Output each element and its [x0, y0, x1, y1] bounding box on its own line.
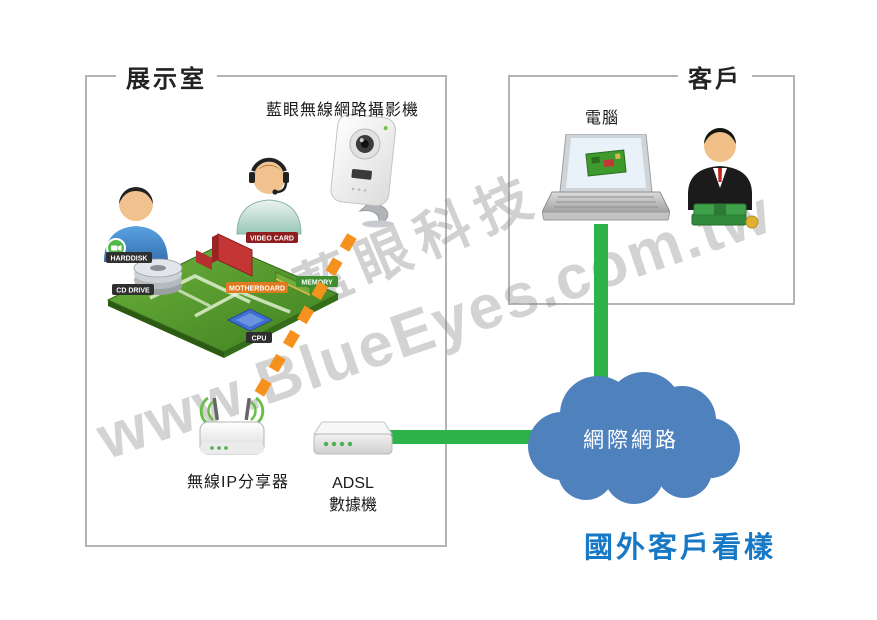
operator-shirt: [236, 199, 302, 235]
camera-brand-plate: [351, 168, 372, 180]
avatar-operator-icon: [236, 157, 302, 235]
wifi-arc-left-inner: [207, 400, 214, 421]
businessman-icon: [688, 128, 759, 229]
camera-led: [383, 126, 388, 131]
businessman-head: [704, 130, 736, 162]
laptop-screen-pcb: [585, 149, 627, 177]
tag-cd-drive: CD DRIVE: [112, 284, 154, 295]
headset-mic-icon: [272, 189, 278, 195]
svg-text:CD DRIVE: CD DRIVE: [116, 288, 150, 295]
customer-box: [508, 75, 795, 305]
man-head: [119, 187, 153, 221]
camera-label: 藍眼無線網路攝影機: [265, 102, 419, 119]
svg-text:CPU: CPU: [252, 336, 267, 343]
svg-text:MOTHERBOARD: MOTHERBOARD: [229, 286, 285, 293]
tag-memory: MEMORY: [296, 276, 338, 287]
video-badge-icon: [111, 245, 118, 251]
green-link-modem-to-cloud: [390, 430, 570, 444]
tag-harddisk: HARDDISK: [106, 252, 152, 263]
internet-cloud-shape: [528, 372, 740, 504]
headset-earpiece-right: [283, 172, 289, 183]
headset-band-icon: [251, 157, 287, 172]
customer-title: 客戶: [678, 59, 752, 94]
caption: 國外客戶看樣: [584, 532, 777, 564]
wireless-camera-icon: [330, 114, 396, 228]
harddisk-icon: [133, 258, 183, 295]
tag-motherboard: MOTHERBOARD: [226, 282, 288, 293]
tag-video-card: VIDEO CARD: [246, 232, 298, 243]
money-stack-icon: [691, 203, 759, 229]
motherboard-illustration: VIDEO CARD HARDDISK CD DRIVE MOTHERBOARD…: [106, 232, 340, 358]
wireless-router-icon: [199, 396, 265, 455]
man-hair: [119, 187, 153, 204]
router-label: 無線IP分享器: [186, 474, 290, 491]
router-antenna-right: [244, 397, 252, 421]
camera-stand-base: [362, 220, 394, 228]
svg-text:HARDDISK: HARDDISK: [111, 256, 148, 263]
modem-top: [313, 421, 393, 435]
modem-label: ADSL 數據機: [312, 473, 394, 517]
wifi-arc-left-outer: [199, 396, 209, 426]
adsl-modem-icon: [313, 421, 393, 455]
tie: [718, 168, 722, 182]
svg-text:MEMORY: MEMORY: [301, 280, 333, 287]
operator-head: [253, 162, 285, 194]
wifi-arc-right-outer: [255, 396, 265, 426]
modem-label-line2: 數據機: [328, 497, 377, 514]
showroom-title: 展示室: [116, 59, 217, 94]
businessman-hair: [704, 128, 736, 144]
computer-label: 電腦: [584, 110, 619, 127]
svg-text:VIDEO CARD: VIDEO CARD: [250, 236, 294, 243]
camera-body: [330, 114, 396, 207]
headset-earpiece-left: [249, 172, 255, 183]
internet-cloud-label: 網際網路: [583, 429, 679, 452]
modem-body: [313, 433, 393, 455]
modem-label-line1: ADSL: [332, 475, 374, 492]
router-antenna-left: [212, 397, 220, 421]
green-link-laptop-to-cloud: [594, 224, 608, 410]
video-card-icon: [196, 233, 253, 277]
wifi-arc-right-inner: [250, 400, 257, 421]
tag-cpu: CPU: [246, 332, 272, 343]
laptop-icon: [542, 134, 670, 221]
showroom-box: [85, 75, 447, 547]
